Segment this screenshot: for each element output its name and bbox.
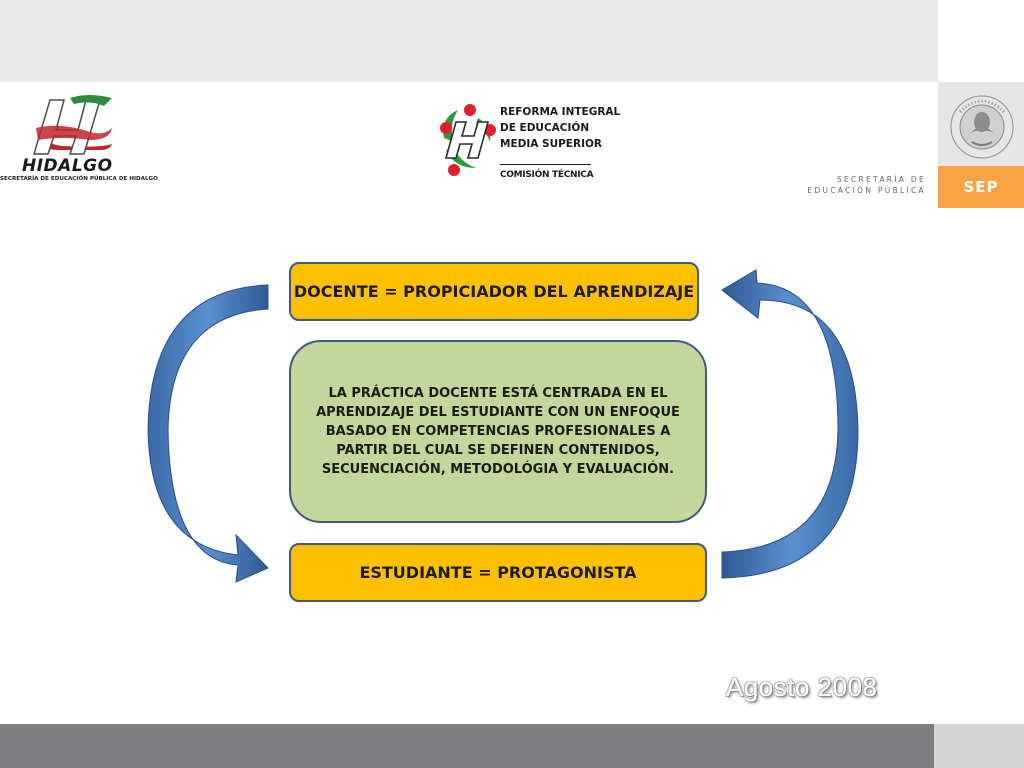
hidalgo-logo-icon bbox=[32, 95, 113, 155]
riems-logo-icon bbox=[440, 104, 496, 176]
estudiante-box: ESTUDIANTE = PROTAGONISTA bbox=[289, 543, 707, 602]
riems-line-1: REFORMA INTEGRAL bbox=[500, 106, 621, 118]
riems-commission: COMISIÓN TÉCNICA bbox=[500, 170, 594, 180]
docente-box: DOCENTE = PROPICIADOR DEL APRENDIZAJE bbox=[289, 262, 699, 321]
center-description-box: LA PRÁCTICA DOCENTE ESTÁ CENTRADA EN EL … bbox=[289, 340, 707, 523]
riems-divider bbox=[500, 164, 591, 165]
riems-title: REFORMA INTEGRAL DE EDUCACIÓN MEDIA SUPE… bbox=[500, 104, 620, 152]
hidalgo-subtitle: SECRETARÍA DE EDUCACIÓN PÚBLICA DE HIDAL… bbox=[0, 176, 158, 182]
riems-line-3: MEDIA SUPERIOR bbox=[500, 138, 602, 150]
date-label: Agosto 2008 bbox=[726, 672, 878, 702]
riems-line-2: DE EDUCACIÓN bbox=[500, 122, 590, 134]
secretaria-label: SECRETARÍA DE EDUCACIÓN PÚBLICA bbox=[800, 174, 926, 196]
left-cycle-arrow bbox=[147, 284, 269, 583]
secretaria-line-2: EDUCACIÓN PÚBLICA bbox=[807, 186, 926, 195]
national-seal-icon bbox=[950, 95, 1014, 159]
secretaria-line-1: SECRETARÍA DE bbox=[836, 175, 926, 184]
sep-badge: SEP bbox=[938, 166, 1024, 208]
hidalgo-wordmark: HIDALGO bbox=[22, 156, 113, 176]
footer-corner bbox=[934, 724, 1024, 768]
right-cycle-arrow bbox=[721, 269, 859, 579]
header-band bbox=[0, 0, 938, 82]
footer-band bbox=[0, 724, 934, 768]
